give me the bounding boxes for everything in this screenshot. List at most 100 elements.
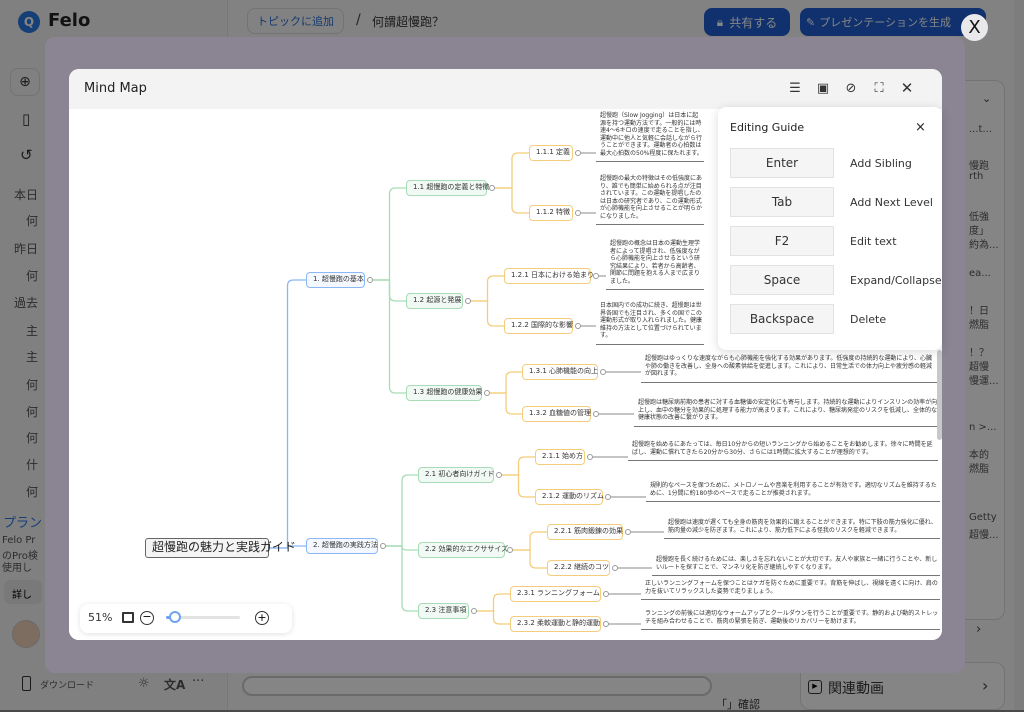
collapse-handle[interactable] — [484, 390, 490, 396]
mindmap-node[interactable]: 1.2.2 国際的な影響 — [504, 318, 573, 334]
mindmap-node[interactable]: 超慢跑の魅力と実践ガイド — [145, 538, 296, 558]
sidebar-item[interactable]: 何 — [26, 378, 39, 392]
collapse-handle[interactable] — [496, 472, 502, 478]
translate-icon[interactable]: 文A — [164, 678, 186, 692]
related-videos-label[interactable]: 関連動画 — [828, 681, 884, 697]
sidebar-item[interactable]: 何 — [26, 269, 39, 283]
history-icon[interactable]: ↺ — [20, 146, 33, 164]
download-icon[interactable] — [22, 676, 31, 691]
fit-screen-icon[interactable] — [122, 612, 134, 623]
node-description[interactable]: 超慢跑は速度が遅くても全身の筋肉を効果的に鍛えることができます。特に下肢の筋力強… — [664, 519, 940, 539]
collapse-handle[interactable] — [603, 591, 609, 597]
download-link[interactable]: ダウンロード — [40, 681, 95, 691]
mindmap-node[interactable]: 2.2.2 継続のコツ — [547, 560, 610, 576]
collapse-handle[interactable] — [367, 277, 373, 283]
zoom-out-button[interactable]: − — [140, 611, 154, 625]
zoom-slider-thumb[interactable] — [168, 611, 181, 623]
collapse-handle[interactable] — [587, 454, 593, 460]
fullscreen-icon[interactable]: ⛶ — [874, 80, 884, 96]
node-description[interactable]: 規則的なペースを保つために、メトロノームや音楽を利用することが有効です。適切なリ… — [646, 482, 940, 502]
mindmap-node[interactable]: 1.1 超慢跑の定義と特徴 — [406, 180, 489, 196]
mindmap-node[interactable]: 2.1 初心者向けガイド — [418, 467, 494, 483]
zoom-in-button[interactable]: + — [255, 611, 269, 625]
node-description[interactable]: ランニングの前後には適切なウォームアップとクールダウンを行うことが重要です。静的… — [641, 610, 940, 630]
avatar[interactable] — [12, 620, 40, 648]
collapse-handle[interactable] — [575, 323, 581, 329]
sidebar-item[interactable]: 何 — [26, 405, 39, 419]
theme-icon[interactable]: ☼ — [138, 676, 150, 691]
collapse-handle[interactable] — [600, 369, 606, 375]
mindmap-node[interactable]: 2.3.2 柔軟運動と静的運動 — [510, 616, 601, 632]
collapse-handle[interactable] — [489, 185, 495, 191]
close-modal-button[interactable]: X — [961, 14, 988, 41]
collapse-handle[interactable] — [465, 298, 471, 304]
collapse-handle[interactable] — [593, 273, 599, 279]
mind-map-canvas[interactable]: 超慢跑の魅力と実践ガイド 1. 超慢跑の基本 2. 超慢跑の実践方法 1.1 超慢跑の… — [69, 109, 942, 640]
node-description[interactable]: 超慢跑を長く続けるためには、楽しさを忘れないことが大切です。友人や家族と一緒に行… — [652, 556, 940, 576]
guide-close-button[interactable]: × — [915, 120, 926, 135]
collapse-handle[interactable] — [603, 621, 609, 627]
export-list-icon[interactable]: ☰ — [789, 80, 801, 96]
guide-key[interactable]: Space — [730, 265, 834, 295]
zoom-slider-track[interactable] — [166, 616, 240, 619]
sidebar-item[interactable]: 什 — [26, 458, 39, 472]
plan-details-button[interactable]: 詳し — [4, 580, 42, 604]
sidebar-item[interactable]: 本日 — [14, 188, 39, 202]
generate-presentation-button[interactable]: ✎プレゼンテーションを生成 — [800, 8, 986, 36]
guide-key[interactable]: Backspace — [730, 304, 834, 334]
new-chat-button[interactable]: ⊕ — [10, 68, 40, 96]
sidebar-item[interactable]: 何 — [26, 214, 39, 228]
collapse-handle[interactable] — [593, 411, 599, 417]
node-description[interactable]: 正しいランニングフォームを保つことはケガを防ぐために重要です。背筋を伸ばし、視線… — [641, 580, 940, 600]
expand-chevron[interactable]: ⌄ — [982, 92, 992, 105]
sidebar-item[interactable]: 昨日 — [14, 242, 39, 256]
collapse-handle[interactable] — [507, 547, 513, 553]
collapse-handle[interactable] — [380, 543, 386, 549]
mindmap-node[interactable]: 1.1.2 特徴 — [529, 205, 573, 221]
compass-icon[interactable]: ⊘ — [845, 80, 857, 96]
node-description[interactable]: 超慢跑の最大の特徴はその低強度にあり、誰でも簡単に始められる点が注目されています… — [596, 175, 704, 225]
sidebar-item[interactable]: 何 — [26, 485, 39, 499]
mindmap-node[interactable]: 2.3 注意事項 — [418, 603, 469, 619]
guide-key[interactable]: Enter — [730, 148, 834, 178]
mindmap-node[interactable]: 1.3.1 心肺機能の向上 — [522, 364, 598, 380]
mindmap-node[interactable]: 2.3.1 ランニングフォーム — [510, 586, 601, 602]
bookmark-icon[interactable]: ▯ — [22, 110, 31, 128]
mindmap-node[interactable]: 2.1.2 運動のリズム — [535, 489, 604, 505]
mindmap-node[interactable]: 1.3.2 血糖値の管理 — [522, 406, 591, 422]
collapse-handle[interactable] — [612, 565, 618, 571]
collapse-handle[interactable] — [575, 150, 581, 156]
node-description[interactable]: 超慢跑はゆっくりな速度ながらも心肺機能を強化する効果があります。低強度の持続的な… — [641, 355, 937, 383]
collapse-handle[interactable] — [471, 608, 477, 614]
mindmap-node[interactable]: 1.2 起源と発展 — [406, 293, 463, 309]
page-scrollbar[interactable] — [1014, 0, 1024, 710]
node-description[interactable]: 超慢跑を始めるにあたっては、毎日10分からの短いランニングから始めることをお勧め… — [628, 441, 938, 461]
collapse-handle[interactable] — [625, 529, 631, 535]
export-image-icon[interactable]: ▣ — [816, 80, 830, 96]
sidebar-item[interactable]: 過去 — [14, 296, 39, 310]
mindmap-node[interactable]: 2.1.1 始め方 — [535, 449, 585, 465]
mindmap-node[interactable]: 2.2 効果的なエクササイズ — [418, 542, 508, 558]
mindmap-node[interactable]: 1.3 超慢跑の健康効果 — [406, 385, 482, 401]
sidebar-item[interactable]: 何 — [26, 431, 39, 445]
guide-key[interactable]: F2 — [730, 226, 834, 256]
mindmap-node[interactable]: 2.2.1 筋肉鍛錬の効果 — [547, 524, 623, 540]
add-topic-button[interactable]: トピックに追加 — [247, 8, 344, 34]
card-chevron-1[interactable]: › — [976, 622, 982, 637]
collapse-handle[interactable] — [605, 494, 611, 500]
node-description[interactable]: 超慢跑の概念は日本の運動生理学者によって提唱され、低強度ながら心肺機能を向上させ… — [606, 240, 704, 290]
guide-key[interactable]: Tab — [730, 187, 834, 217]
close-icon[interactable]: ✕ — [900, 79, 914, 97]
mindmap-node[interactable]: 1. 超慢跑の基本 — [306, 272, 365, 288]
card-chevron-2[interactable]: › — [982, 676, 989, 695]
share-button[interactable]: 🔒︎共有する — [704, 8, 790, 36]
mindmap-node[interactable]: 1.1.1 定義 — [529, 145, 573, 161]
sidebar-item[interactable]: 主 — [26, 324, 39, 338]
canvas-scrollbar[interactable] — [937, 350, 942, 440]
node-description[interactable]: 日本国内での成功に続き、超慢跑は世界各国でも注目され、多くの国でこの運動形式が取… — [596, 302, 704, 345]
sidebar-item[interactable]: 主 — [26, 350, 39, 364]
mindmap-node[interactable]: 2. 超慢跑の実践方法 — [306, 538, 378, 554]
chat-input[interactable] — [242, 676, 712, 696]
mindmap-node[interactable]: 1.2.1 日本における始まり — [504, 268, 594, 284]
node-description[interactable]: 超慢跑は糖尿病前期の患者に対する血糖値の安定化にも寄与します。持続的な運動により… — [634, 399, 938, 427]
